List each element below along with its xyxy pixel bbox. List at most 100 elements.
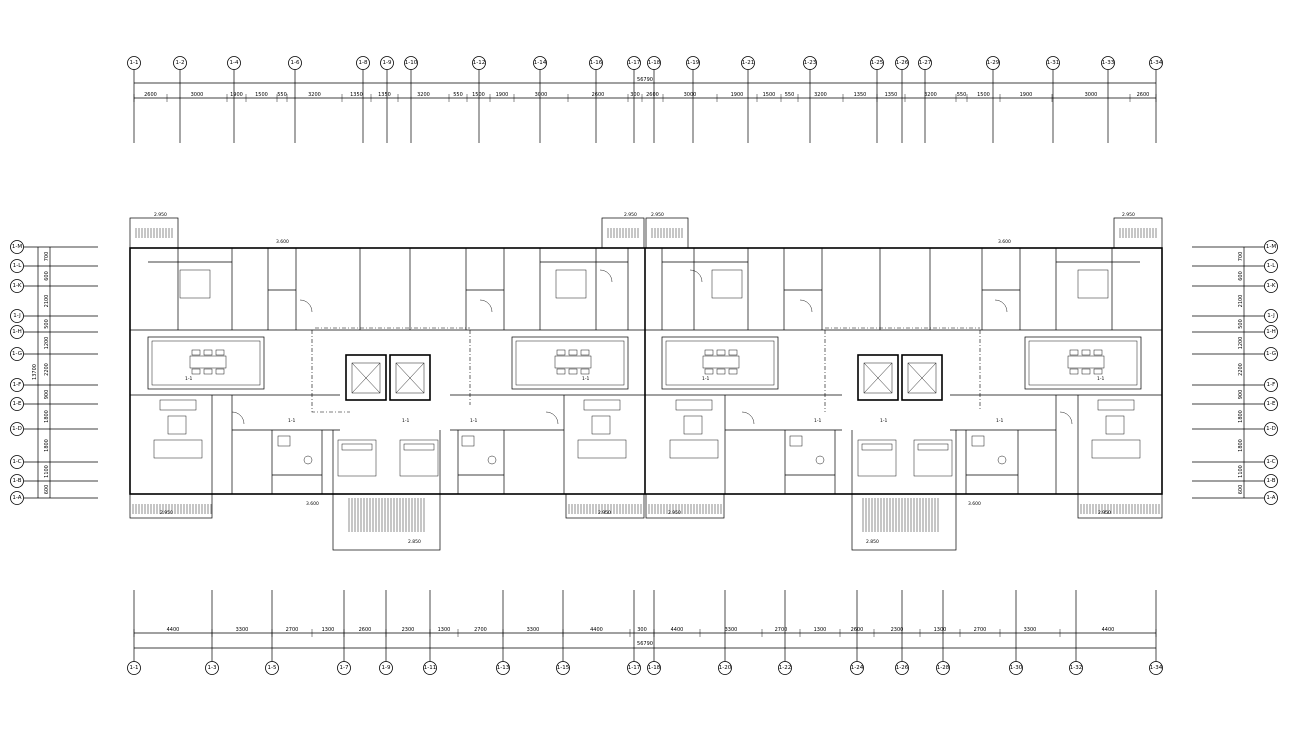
sofa — [1097, 399, 1135, 411]
sofa — [583, 399, 621, 411]
axis-label: 1-3 — [208, 665, 217, 671]
axis-label: 1-B — [1266, 478, 1275, 484]
axis-label: 1-25 — [871, 60, 884, 66]
axis-bubble — [10, 325, 24, 339]
axis-bubble — [741, 56, 755, 70]
level-top-left: 2.950 — [154, 212, 167, 218]
side-total-dimension: 13700 — [32, 364, 38, 380]
dining-chair — [191, 368, 201, 375]
dining-chair — [1069, 368, 1079, 375]
axis-label: 1-6 — [291, 60, 300, 66]
axis-label: 1-8 — [359, 60, 368, 66]
bedroom-bed — [555, 269, 587, 299]
axis-label: 1-E — [13, 401, 22, 407]
dim-value: 3300 — [236, 627, 249, 633]
axis-bubble — [337, 661, 351, 675]
door-swing — [689, 269, 703, 283]
axis-bubble — [496, 661, 510, 675]
axis-bubble — [404, 56, 418, 70]
axis-bubble — [1264, 309, 1278, 323]
floor-drain — [815, 455, 825, 465]
side-dim-value: 2200 — [44, 363, 50, 376]
level-step-left: 3.600 — [306, 501, 319, 507]
axis-label: 1-H — [1266, 329, 1276, 335]
axis-bubble — [870, 56, 884, 70]
toilet — [277, 435, 291, 447]
level-bottom-right: 2.950 — [1098, 510, 1111, 516]
axis-label: 1-19 — [687, 60, 700, 66]
axis-bubble — [1264, 378, 1278, 392]
dining-chair — [568, 368, 578, 375]
axis-bubble — [10, 474, 24, 488]
pillow — [403, 443, 435, 451]
dining-chair — [728, 368, 738, 375]
door-swing — [799, 299, 813, 313]
dim-value: 4400 — [671, 627, 684, 633]
dim-value: 1900 — [230, 92, 243, 98]
floor-drain — [303, 455, 313, 465]
level-entrance-left: 2.850 — [408, 539, 421, 545]
dim-value: 3300 — [725, 627, 738, 633]
axis-bubble — [1149, 56, 1163, 70]
tv-cabinet — [153, 439, 203, 459]
axis-bubble — [173, 56, 187, 70]
axis-label: 1-11 — [424, 665, 436, 671]
axis-bubble — [895, 56, 909, 70]
axis-bubble — [918, 56, 932, 70]
dining-chair — [1081, 368, 1091, 375]
side-dim-value: 1800 — [44, 439, 50, 452]
axis-label: 1-G — [12, 351, 22, 357]
elevator-car — [351, 362, 381, 394]
right-axis-column: 1-M1-L1-K1-J1-H1-G1-F1-E1-D1-C1-B1-A — [1192, 240, 1278, 505]
dining-chair — [1093, 349, 1103, 356]
axis-bubble — [1101, 56, 1115, 70]
dim-value: 1500 — [472, 92, 485, 98]
axis-bubble — [778, 661, 792, 675]
room-tag-dining-right: 1-1 — [702, 376, 709, 382]
coffee-table — [683, 415, 703, 435]
dim-value: 3000 — [1085, 92, 1098, 98]
left-side-dims: 13700 7006002100500120022009001800180011… — [32, 247, 51, 498]
elevator-car — [907, 362, 937, 394]
axis-label: 1-4 — [230, 60, 239, 66]
room-tag-stair-right: 1-1 — [880, 418, 887, 424]
axis-label: 1-B — [12, 478, 21, 484]
floor-drain — [487, 455, 497, 465]
axis-bubble — [1264, 259, 1278, 273]
axis-bubble — [10, 259, 24, 273]
dining-chair — [215, 349, 225, 356]
door-swing — [299, 299, 313, 313]
tv-cabinet — [577, 439, 627, 459]
floor-drain — [997, 455, 1007, 465]
room-tag-kitchen-c: 1-1 — [814, 418, 821, 424]
dim-value: 1350 — [350, 92, 363, 98]
dim-value: 2700 — [474, 627, 487, 633]
left-axis-column: 1-M1-L1-K1-J1-H1-G1-F1-E1-D1-C1-B1-A — [10, 240, 98, 505]
dim-value: 1500 — [977, 92, 990, 98]
axis-bubble — [556, 661, 570, 675]
axis-label: 1-34 — [1150, 665, 1163, 671]
axis-label: 1-24 — [851, 665, 864, 671]
level-top-right: 2.950 — [1122, 212, 1135, 218]
coffee-table — [1105, 415, 1125, 435]
side-dim-value: 2100 — [44, 295, 50, 308]
axis-label: 1-33 — [1102, 60, 1115, 66]
side-dim-value: 600 — [44, 271, 50, 281]
level-top-center-right: 2.950 — [651, 212, 664, 218]
axis-label: 1-L — [13, 263, 22, 269]
dining-chair — [716, 349, 726, 356]
axis-label: 1-K — [1266, 283, 1275, 289]
axis-label: 1-22 — [779, 665, 791, 671]
axis-label: 1-F — [1267, 382, 1276, 388]
room-tag-kitchen-b: 1-1 — [470, 418, 477, 424]
axis-bubble — [1264, 455, 1278, 469]
dim-value: 2600 — [144, 92, 157, 98]
room-tag-living-right: 1-1 — [1097, 376, 1104, 382]
dim-value: 2600 — [646, 92, 659, 98]
axis-label: 1-H — [12, 329, 22, 335]
axis-label: 1-K — [12, 283, 21, 289]
side-dim-value: 600 — [1238, 271, 1244, 281]
axis-label: 1-15 — [557, 665, 570, 671]
dim-value: 3200 — [417, 92, 430, 98]
side-dim-value: 1800 — [1238, 439, 1244, 452]
